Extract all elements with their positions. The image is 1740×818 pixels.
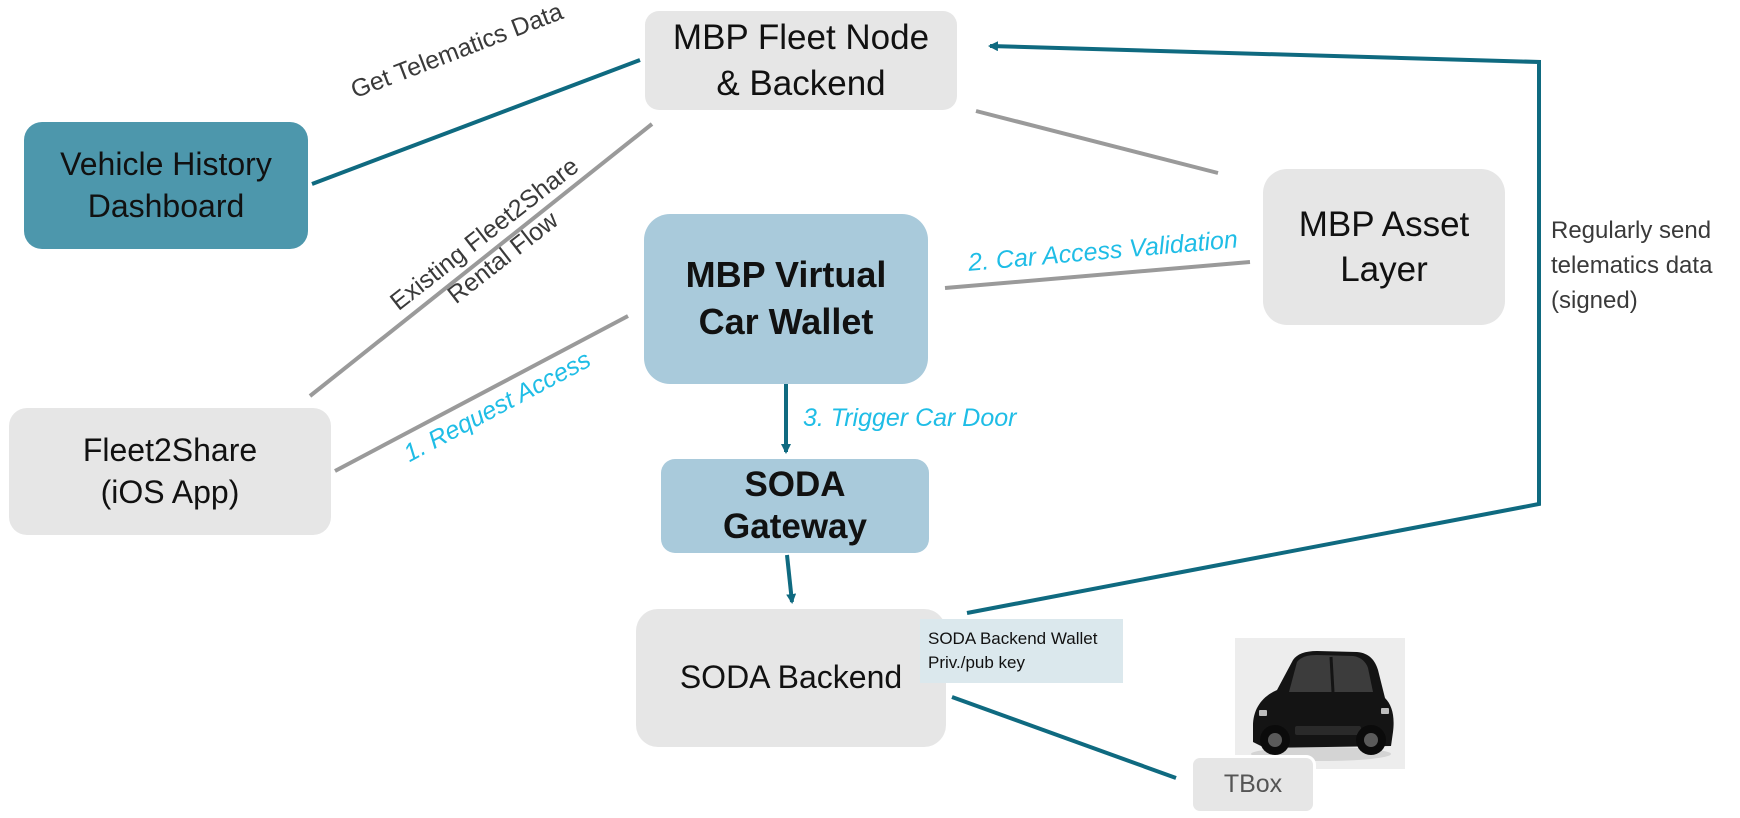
label-regularly-send: Regularly send telematics data (signed) <box>1551 217 1713 314</box>
car-icon <box>1251 651 1394 761</box>
mbp-asset-layer-label: MBP Asset Layer <box>1298 204 1470 290</box>
mbp-virtual-car-wallet-label: MBP Virtual Car Wallet <box>685 254 887 342</box>
edge-regularly-send <box>966 41 1541 615</box>
edge-backend-tbox <box>951 695 1177 780</box>
soda-backend-wallet-label: SODA Backend Wallet Priv./pub key <box>928 629 1098 672</box>
soda-gateway-label: SODA Gateway <box>723 465 867 546</box>
edge-gateway-backend <box>785 554 797 604</box>
mbp-asset-layer: MBP Asset Layer <box>1263 169 1505 325</box>
soda-backend-label: SODA Backend <box>679 659 903 696</box>
edge-fleet-asset <box>975 109 1219 175</box>
edge-request-access <box>334 314 629 473</box>
fleet2share-ios-app-label: Fleet2Share (iOS App) <box>82 431 258 510</box>
mbp-virtual-car-wallet: MBP Virtual Car Wallet <box>644 214 928 384</box>
fleet2share-ios-app: Fleet2Share (iOS App) <box>9 408 331 535</box>
vehicle-history-dashboard-label: Vehicle History Dashboard <box>60 145 272 224</box>
vehicle-history-dashboard: Vehicle History Dashboard <box>24 122 308 249</box>
soda-backend: SODA Backend <box>636 609 946 747</box>
mbp-fleet-node: MBP Fleet Node & Backend <box>645 11 957 110</box>
tbox: TBox <box>1190 755 1316 814</box>
edge-get-telematics <box>311 58 641 186</box>
label-trigger-car-door: 3. Trigger Car Door <box>803 404 1017 432</box>
soda-gateway: SODA Gateway <box>661 459 929 553</box>
edge-existing-flow <box>308 122 654 398</box>
car-photo <box>1235 638 1405 769</box>
mbp-fleet-node-label: MBP Fleet Node & Backend <box>672 18 930 103</box>
edge-car-access-validation <box>944 260 1251 290</box>
soda-backend-wallet: SODA Backend Wallet Priv./pub key <box>920 619 1123 683</box>
tbox-label: TBox <box>1223 770 1283 799</box>
